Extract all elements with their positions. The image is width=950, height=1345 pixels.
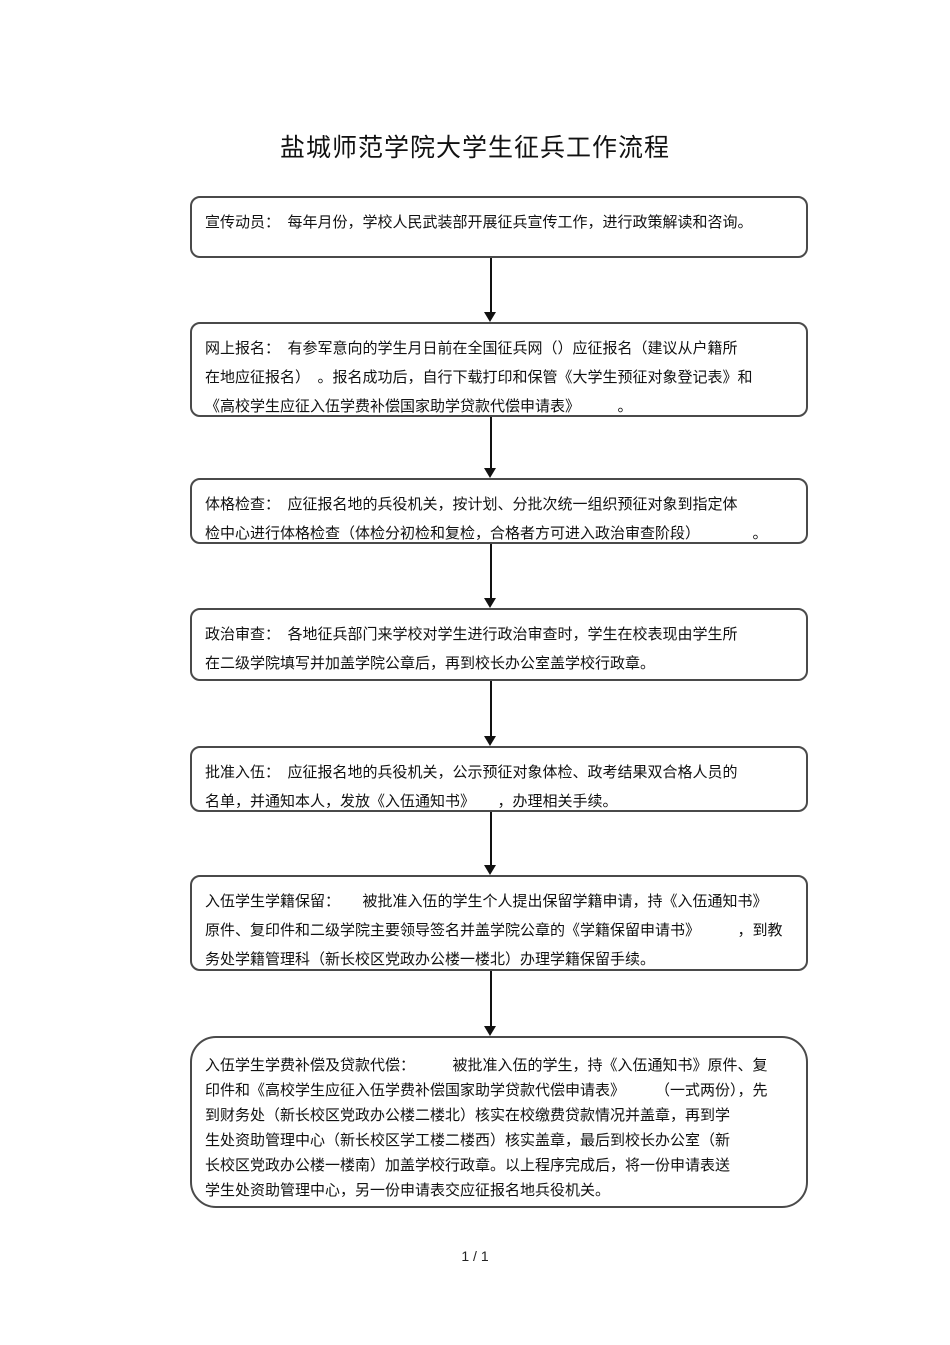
flow-step-text: 入伍学生学费补偿及贷款代偿： 被批准入伍的学生，持《入伍通知书》原件、复 印件和…	[205, 1058, 768, 1199]
flow-step-text: 网上报名： 有参军意向的学生月日前在全国征兵网（）应征报名（建议从户籍所 在地应…	[205, 341, 753, 415]
arrow-down-icon	[484, 681, 497, 746]
arrow-down-icon	[484, 258, 497, 322]
arrow-down-icon	[484, 971, 497, 1036]
flow-step-student-status-retention: 入伍学生学籍保留： 被批准入伍的学生个人提出保留学籍申请，持《入伍通知书》 原件…	[190, 875, 808, 971]
flow-step-tuition-compensation-loan-repayment: 入伍学生学费补偿及贷款代偿： 被批准入伍的学生，持《入伍通知书》原件、复 印件和…	[190, 1036, 808, 1208]
flow-step-online-registration: 网上报名： 有参军意向的学生月日前在全国征兵网（）应征报名（建议从户籍所 在地应…	[190, 322, 808, 417]
page-title: 盐城师范学院大学生征兵工作流程	[279, 135, 670, 162]
arrow-down-icon	[484, 812, 497, 875]
page-number: 1 / 1	[461, 1248, 489, 1264]
flow-step-physical-exam: 体格检查： 应征报名地的兵役机关，按计划、分批次统一组织预征对象到指定体 检中心…	[190, 478, 808, 544]
flow-step-text: 体格检查： 应征报名地的兵役机关，按计划、分批次统一组织预征对象到指定体 检中心…	[205, 497, 768, 542]
flow-step-publicity-mobilization: 宣传动员： 每年月份，学校人民武装部开展征兵宣传工作，进行政策解读和咨询。	[190, 196, 808, 258]
flow-step-text: 宣传动员： 每年月份，学校人民武装部开展征兵宣传工作，进行政策解读和咨询。	[205, 215, 753, 231]
flow-step-text: 政治审查： 各地征兵部门来学校对学生进行政治审查时，学生在校表现由学生所 在二级…	[205, 627, 738, 672]
flow-step-text: 入伍学生学籍保留： 被批准入伍的学生个人提出保留学籍申请，持《入伍通知书》 原件…	[205, 894, 783, 968]
flow-step-political-review: 政治审查： 各地征兵部门来学校对学生进行政治审查时，学生在校表现由学生所 在二级…	[190, 608, 808, 681]
arrow-down-icon	[484, 417, 497, 478]
flow-step-enlistment-approval: 批准入伍： 应征报名地的兵役机关，公示预征对象体检、政考结果双合格人员的 名单，…	[190, 746, 808, 812]
arrow-down-icon	[484, 544, 497, 608]
flow-step-text: 批准入伍： 应征报名地的兵役机关，公示预征对象体检、政考结果双合格人员的 名单，…	[205, 765, 738, 810]
